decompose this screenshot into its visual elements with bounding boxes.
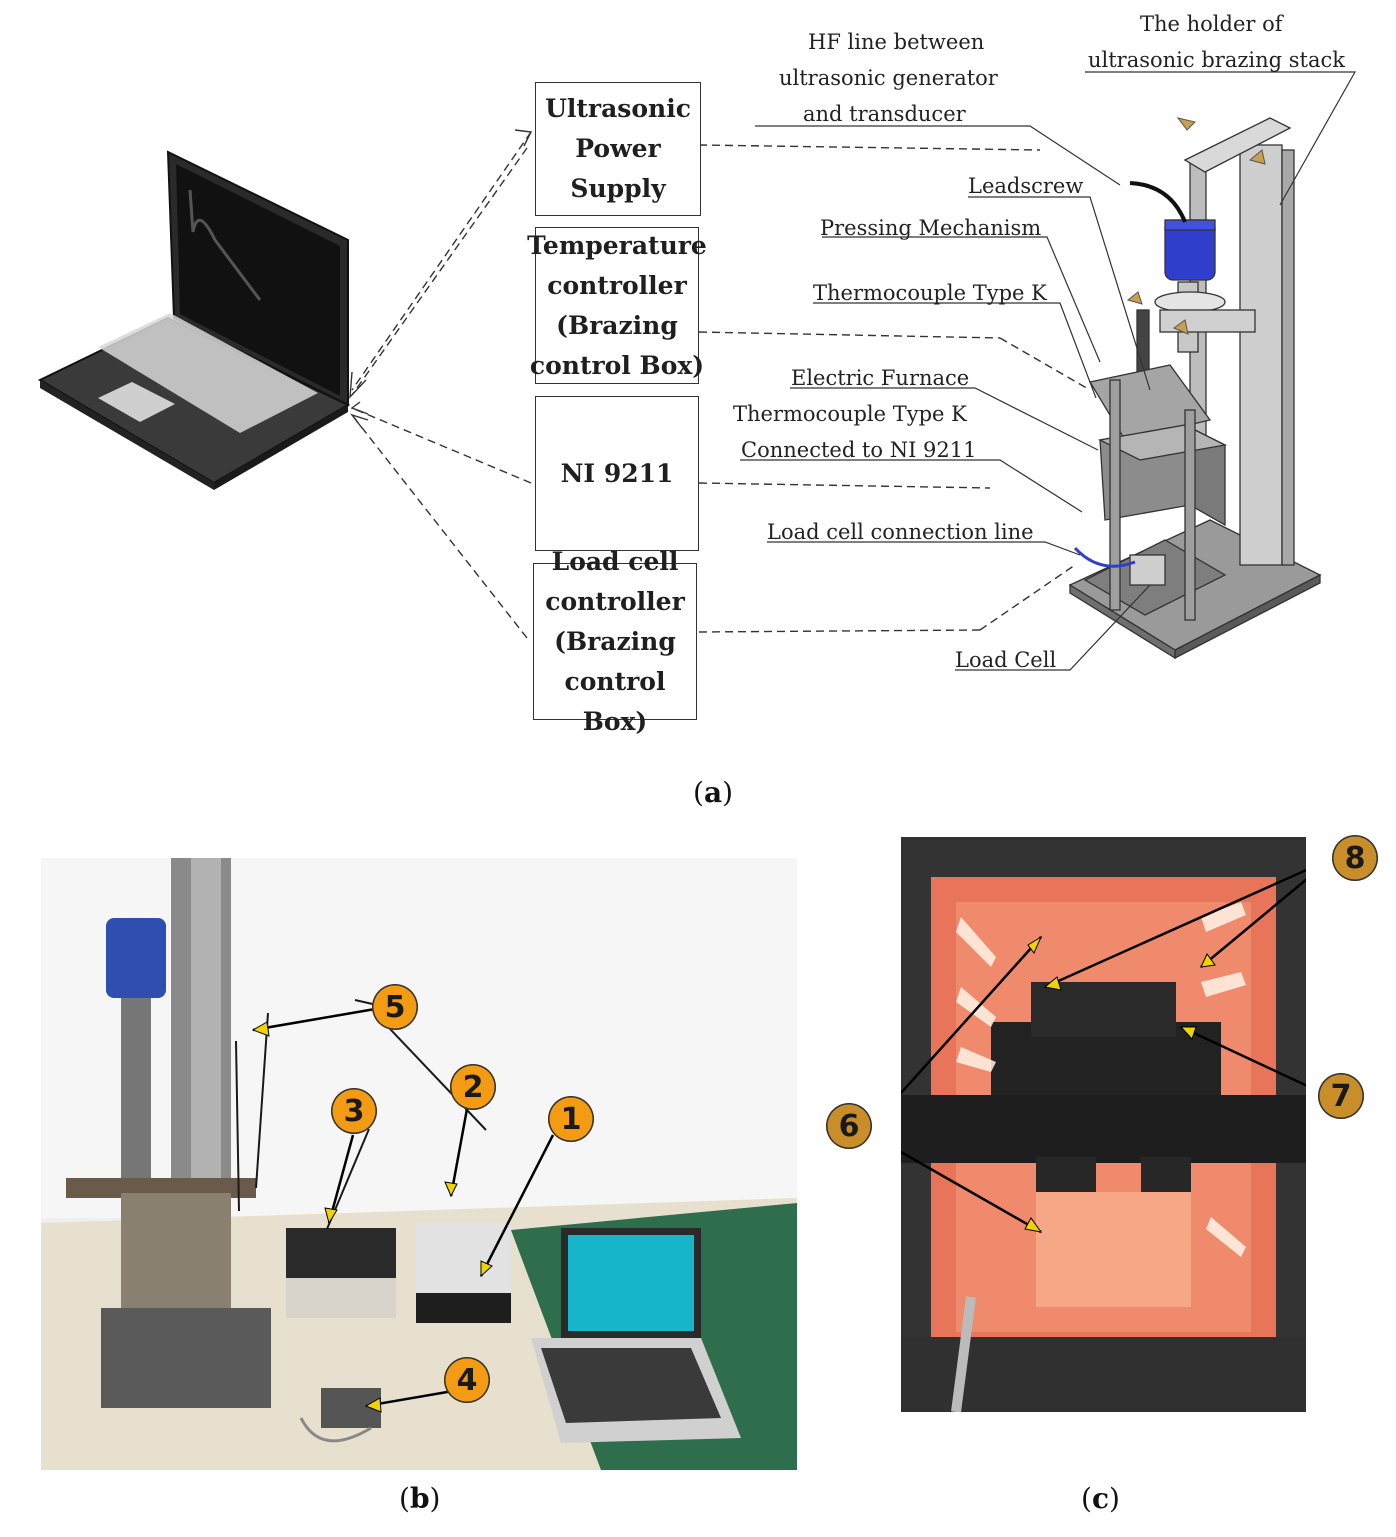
callout-holder-2: ultrasonic brazing stack	[1088, 48, 1345, 72]
loadcell-controller-label: Load cell controller (Brazing control Bo…	[545, 546, 685, 736]
ultrasonic-power-supply-box: Ultrasonic Power Supply	[535, 82, 701, 216]
loadcell-controller-box: Load cell controller (Brazing control Bo…	[533, 547, 697, 736]
callout-hf-line-2: ultrasonic generator	[779, 66, 998, 90]
callout-hf-line-3: and transducer	[803, 102, 966, 126]
marker-3: 3	[331, 1088, 377, 1134]
callout-hf-line-1: HF line between	[808, 30, 985, 54]
furnace-photo	[901, 837, 1306, 1412]
ultrasonic-power-supply-label: Ultrasonic Power Supply	[545, 94, 691, 203]
callout-loadcell: Load Cell	[955, 648, 1057, 672]
setup-photo-pointers	[251, 1006, 555, 1413]
callout-thermocouple-ni-1: Thermocouple Type K	[733, 402, 967, 426]
temperature-controller-box: Temperature controller (Brazing control …	[527, 227, 707, 384]
marker-6: 6	[826, 1103, 872, 1149]
marker-2: 2	[450, 1064, 496, 1110]
callout-holder-1: The holder of	[1140, 12, 1283, 36]
ni9211-box: NI 9211	[535, 396, 699, 551]
caption-c: (c)	[1081, 1482, 1120, 1515]
callout-pressing-mechanism: Pressing Mechanism	[820, 216, 1042, 240]
arrow-heads	[349, 129, 533, 429]
system-diagram	[37, 71, 1357, 671]
callout-leaders	[740, 71, 1357, 671]
marker-4: 4	[444, 1357, 490, 1403]
callout-thermocouple-ni-2: Connected to NI 9211	[741, 438, 977, 462]
marker-5: 5	[372, 984, 418, 1030]
marker-8: 8	[1332, 835, 1378, 881]
caption-a-letter: a	[703, 776, 723, 809]
furnace-photo-pointers	[901, 868, 1306, 1234]
caption-b: (b)	[399, 1482, 441, 1515]
caption-c-letter: c	[1091, 1482, 1109, 1515]
callout-electric-furnace: Electric Furnace	[791, 366, 970, 390]
caption-a: (a)	[693, 776, 734, 809]
temperature-controller-label: Temperature controller (Brazing control …	[527, 230, 707, 380]
marker-1: 1	[548, 1096, 594, 1142]
callout-thermocouple: Thermocouple Type K	[813, 281, 1047, 305]
caption-b-letter: b	[409, 1482, 430, 1515]
marker-7: 7	[1318, 1073, 1364, 1119]
laptop-icon	[37, 150, 351, 490]
callout-leadscrew: Leadscrew	[968, 174, 1084, 198]
callout-loadcell-line: Load cell connection line	[767, 520, 1034, 544]
connection-arrows	[351, 131, 1091, 639]
setup-photo-graphic	[41, 858, 797, 1470]
brazing-apparatus	[1068, 117, 1322, 660]
ni9211-label: NI 9211	[560, 458, 674, 488]
furnace-photo-graphic	[901, 837, 1306, 1412]
setup-photo	[41, 858, 797, 1470]
